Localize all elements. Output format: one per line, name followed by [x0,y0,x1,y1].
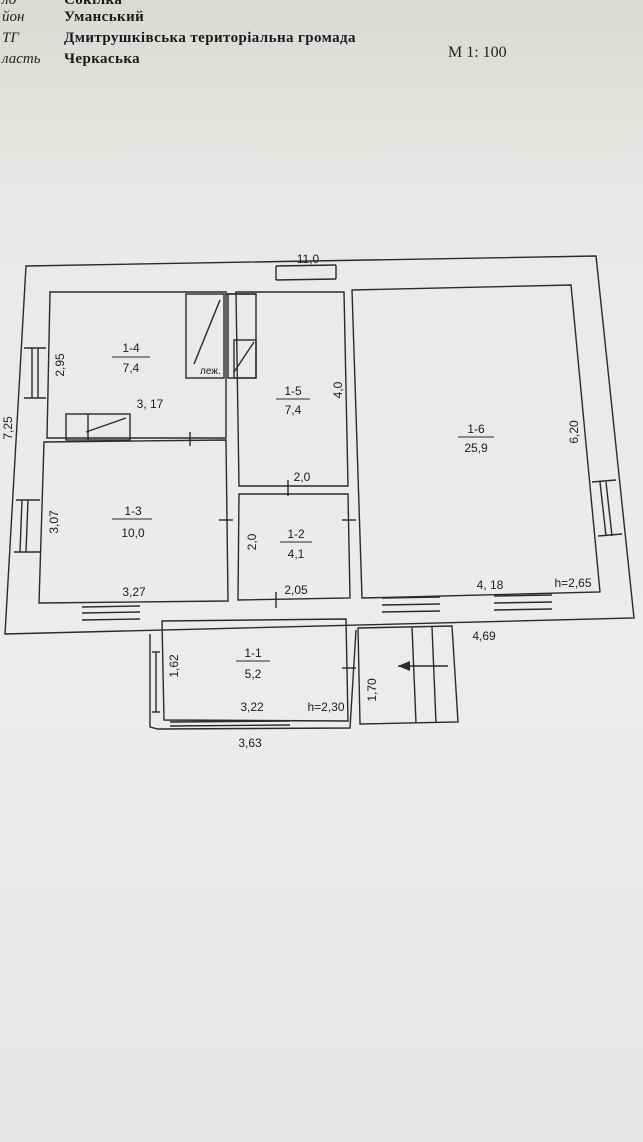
dim-r16-ceiling: h=2,65 [554,576,591,590]
svg-text:1-2: 1-2 [287,527,305,541]
window-1-1-left [152,651,160,713]
dim-r13-width: 3,27 [122,585,146,599]
header-value-community: Дмитрушківська територіальна громада [64,30,356,46]
outer-wall [4,255,635,635]
svg-text:10,0: 10,0 [121,526,145,540]
room-1-4-label: 1-4 7,4 [112,341,150,375]
room-1-6-label: 1-6 25,9 [458,422,494,455]
entrance-arrow-icon [398,661,410,671]
stove-label: леж. [200,366,221,377]
window-right [591,479,623,537]
room-1-1-label: 1-1 5,2 [236,646,270,681]
dim-top-width: 11,0 [297,252,320,266]
stove-main [185,293,257,379]
room-1-3-label: 1-3 10,0 [112,504,152,540]
svg-text:7,4: 7,4 [285,403,302,417]
scale-label: М 1: 100 [448,44,507,61]
dim-r12-width: 2,05 [284,583,308,597]
room-1-5-label: 1-5 7,4 [276,384,310,417]
dim-r16-width: 4, 18 [477,578,504,592]
svg-text:5,2: 5,2 [245,667,262,681]
header-row-region: ласть Черкаська [2,51,442,69]
svg-text:1-6: 1-6 [467,422,485,436]
header-value-village: Сокілка [64,0,123,8]
extension-outline [149,629,357,730]
porch-outline [357,625,459,725]
header-key-community: ТГ [2,30,19,46]
dim-r12-height: 2,0 [245,533,259,550]
dim-left-height: 7,25 [1,416,15,440]
svg-text:1-5: 1-5 [284,384,302,398]
header-key-district: йон [2,9,25,25]
header-row-community: ТГ Дмитрушківська територіальна громада [2,30,462,48]
window-top [275,264,337,281]
svg-text:25,9: 25,9 [464,441,488,455]
window-left-lower [14,499,40,553]
svg-text:1-3: 1-3 [124,504,142,518]
header-value-district: Уманський [64,9,145,25]
svg-text:1-4: 1-4 [122,341,140,355]
room-1-6-wall [351,284,601,599]
dim-r14-width: 3, 17 [137,397,164,411]
room-1-3-wall [38,439,229,604]
header-row-district: йон Уманський [2,9,442,27]
header-row-village: ло Сокілка [2,0,442,10]
header-key-village: ло [2,0,17,8]
dim-r11-width: 3,22 [240,700,264,714]
svg-text:4,1: 4,1 [288,547,305,561]
dim-r15-width: 2,0 [294,470,311,484]
dim-porch-height: 1,70 [365,678,379,702]
header-key-region: ласть [2,51,41,67]
window-left-upper [24,347,46,399]
dim-r13-height: 3,07 [47,510,61,534]
header-value-region: Черкаська [64,51,141,67]
dim-r11-ceiling: h=2,30 [307,700,344,714]
room-1-1-wall [161,618,349,722]
room-1-2-wall [237,493,351,601]
window-bottom-2 [381,596,441,613]
window-bottom-1 [81,605,141,621]
dim-porch-width: 4,69 [472,629,496,643]
window-1-1-bottom [169,720,291,727]
dim-r16-height: 6,20 [567,420,581,444]
window-bottom-3 [493,594,553,611]
dim-bottom-width: 3,63 [238,736,262,750]
stove-small [65,413,131,441]
svg-text:7,4: 7,4 [123,361,140,375]
dim-r14-height: 2,95 [53,353,67,377]
room-1-5-wall [235,291,349,487]
svg-text:1-1: 1-1 [244,646,262,660]
room-1-2-label: 1-2 4,1 [280,527,312,561]
room-1-4-wall [46,291,227,439]
dim-r11-height: 1,62 [167,654,181,678]
dim-r15-height: 4,0 [331,381,345,398]
